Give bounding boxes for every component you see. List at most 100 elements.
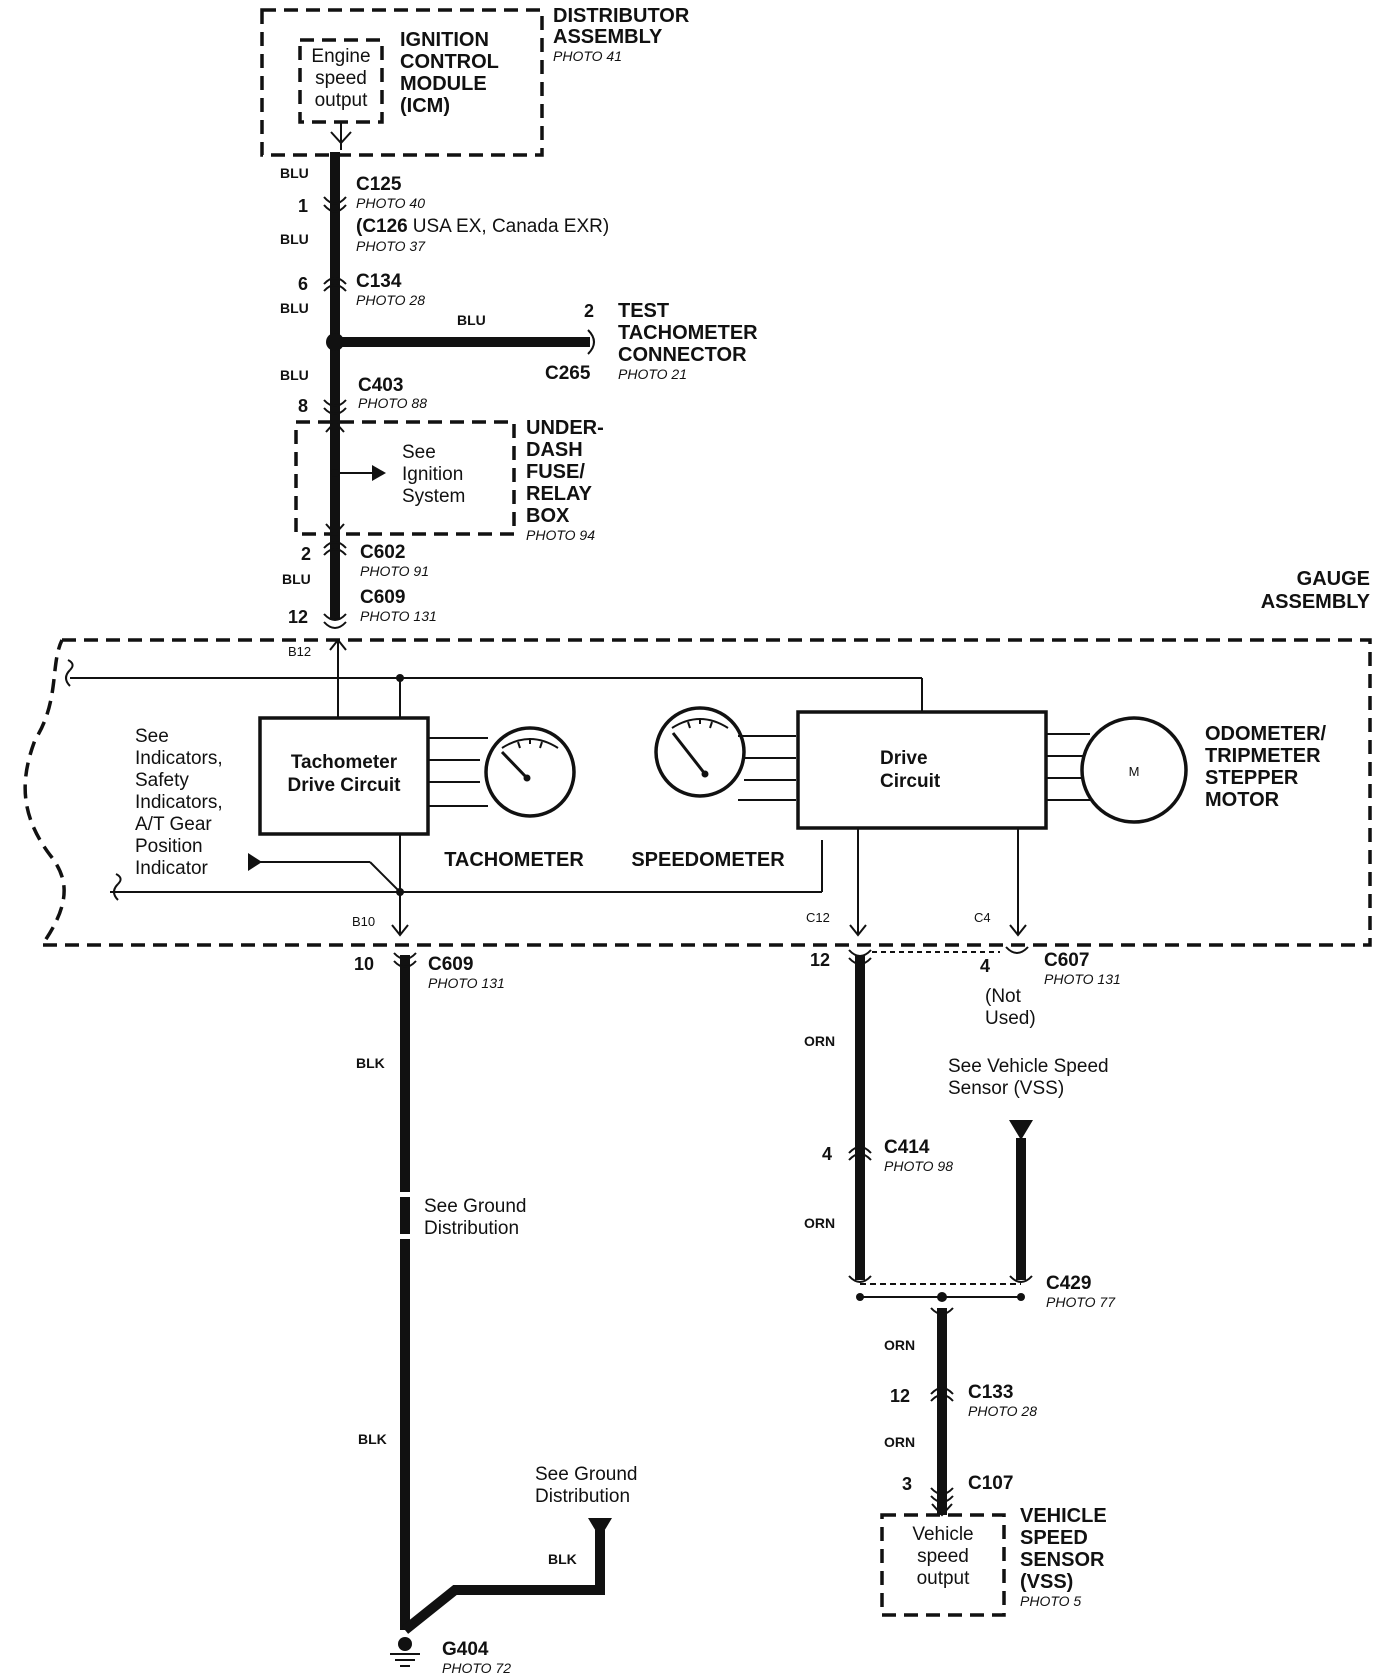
see-indicators-line-1: See [135,726,169,747]
connector-c429-mark [848,1275,1033,1283]
wire-color-orn-3: ORN [884,1337,915,1353]
see-vss-line-2: Sensor (VSS) [948,1078,1064,1099]
drive-circuit-line-1: Drive [880,748,928,769]
c609-top-pin: 12 [288,607,308,627]
wire-color-blk-3: BLK [548,1551,577,1567]
tach-circuit-line-1: Tachometer [291,752,398,773]
c125-pin: 1 [298,196,308,216]
wire-color-blu-1: BLU [280,165,309,181]
wire-color-orn-4: ORN [884,1434,915,1450]
pin-b12: B12 [288,644,311,659]
c429-photo: PHOTO 77 [1046,1294,1116,1310]
see-ground-1-line-1: See Ground [424,1196,526,1217]
test-tach-title-1: TEST [618,300,669,322]
gauge-title-2: ASSEMBLY [1261,591,1371,613]
gauge-assembly-box [23,638,1372,947]
vss-reference-arrow-icon [1009,1120,1033,1140]
c607-pin-right: 4 [980,956,990,976]
underdash-title-5: BOX [526,505,570,527]
motor-title-2: TRIPMETER [1205,745,1321,767]
wire-color-blu-2: BLU [280,231,309,247]
icm-title-2: CONTROL [400,51,499,73]
pin-c4: C4 [974,910,991,925]
c134-photo: PHOTO 28 [356,292,425,308]
stepper-motor-icon [1080,716,1188,824]
vss-inner-1: Vehicle [912,1524,973,1545]
see-indicators-line-4: Indicators, [135,792,223,813]
c414-name: C414 [884,1137,930,1158]
connector-c609-bottom-mark [393,952,417,968]
distributor-title-1: DISTRIBUTOR [553,5,690,27]
tachometer-gauge-icon [484,726,576,818]
wire-color-blk-2: BLK [358,1431,387,1447]
c126-name: (C126 [356,216,408,237]
c607-note-2: Used) [985,1008,1036,1029]
c403-photo: PHOTO 88 [358,395,427,411]
c126-note: USA EX, Canada EXR) [413,216,609,237]
see-ground-2-line-2: Distribution [535,1486,630,1507]
c265-pin: 2 [584,301,594,321]
c602-pin: 2 [301,544,311,564]
tachometer-label: TACHOMETER [444,849,584,871]
vss-photo: PHOTO 5 [1020,1593,1081,1609]
test-tach-title-2: TACHOMETER [618,322,758,344]
c429-name: C429 [1046,1273,1091,1294]
c403-name: C403 [358,375,403,396]
ground-g404-icon [390,1637,420,1667]
connector-c403-mark [323,399,347,415]
tachometer-drive-circuit-box [258,716,430,836]
c607-name: C607 [1044,950,1089,971]
g404-name: G404 [442,1639,489,1660]
connector-c609-top-mark [323,613,347,629]
see-indicators-line-7: Indicator [135,858,209,879]
vss-title-4: (VSS) [1020,1571,1073,1593]
c609-bottom-pin: 10 [354,954,374,974]
c403-pin: 8 [298,396,308,416]
pin-c12: C12 [806,910,830,925]
c265-name: C265 [545,363,591,384]
c609-bottom-name: C609 [428,954,473,975]
wire-color-orn-1: ORN [804,1033,835,1049]
underdash-title-3: FUSE/ [526,461,585,483]
vss-inner-2: speed [917,1546,969,1567]
wire-color-blk-1: BLK [356,1055,385,1071]
c125-name: C125 [356,174,402,195]
see-indicators-line-5: A/T Gear [135,814,212,835]
underdash-inner-1: See [402,442,436,463]
underdash-inner-3: System [402,486,465,507]
distributor-assembly-box [260,8,544,157]
test-tach-photo: PHOTO 21 [618,366,687,382]
c107-pin: 3 [902,1474,912,1494]
wire-color-orn-2: ORN [804,1215,835,1231]
motor-title-1: ODOMETER/ [1205,723,1327,745]
connector-c133-mark [930,1387,954,1402]
see-ground-2-line-1: See Ground [535,1464,637,1485]
connector-c607-left-mark [848,949,872,965]
tach-circuit-line-2: Drive Circuit [288,775,402,796]
wire-color-blu-6: BLU [282,571,311,587]
vss-title-1: VEHICLE [1020,1505,1107,1527]
see-indicators-line-6: Position [135,836,203,857]
see-ground-1-line-2: Distribution [424,1218,519,1239]
underdash-title-1: UNDER- [526,417,604,439]
underdash-photo: PHOTO 94 [526,527,595,543]
c414-pin: 4 [822,1144,832,1164]
underdash-inner-2: Ignition [402,464,463,485]
c607-photo: PHOTO 131 [1044,971,1121,987]
vss-title-2: SPEED [1020,1527,1088,1549]
icm-title-4: (ICM) [400,95,450,117]
g404-photo: PHOTO 72 [442,1660,511,1676]
c107-name: C107 [968,1473,1013,1494]
speedometer-label: SPEEDOMETER [631,849,785,871]
c607-pin-left: 12 [810,950,830,970]
wire-color-blu-5: BLU [280,367,309,383]
distributor-photo: PHOTO 41 [553,48,622,64]
icm-title-3: MODULE [400,73,487,95]
see-indicators-line-2: Indicators, [135,748,223,769]
connector-c134-mark [323,277,347,292]
drive-circuit-box [796,710,1048,830]
see-indicators-line-3: Safety [135,770,189,791]
wire-color-blu-4: BLU [457,312,486,328]
c609-top-photo: PHOTO 131 [360,608,437,624]
